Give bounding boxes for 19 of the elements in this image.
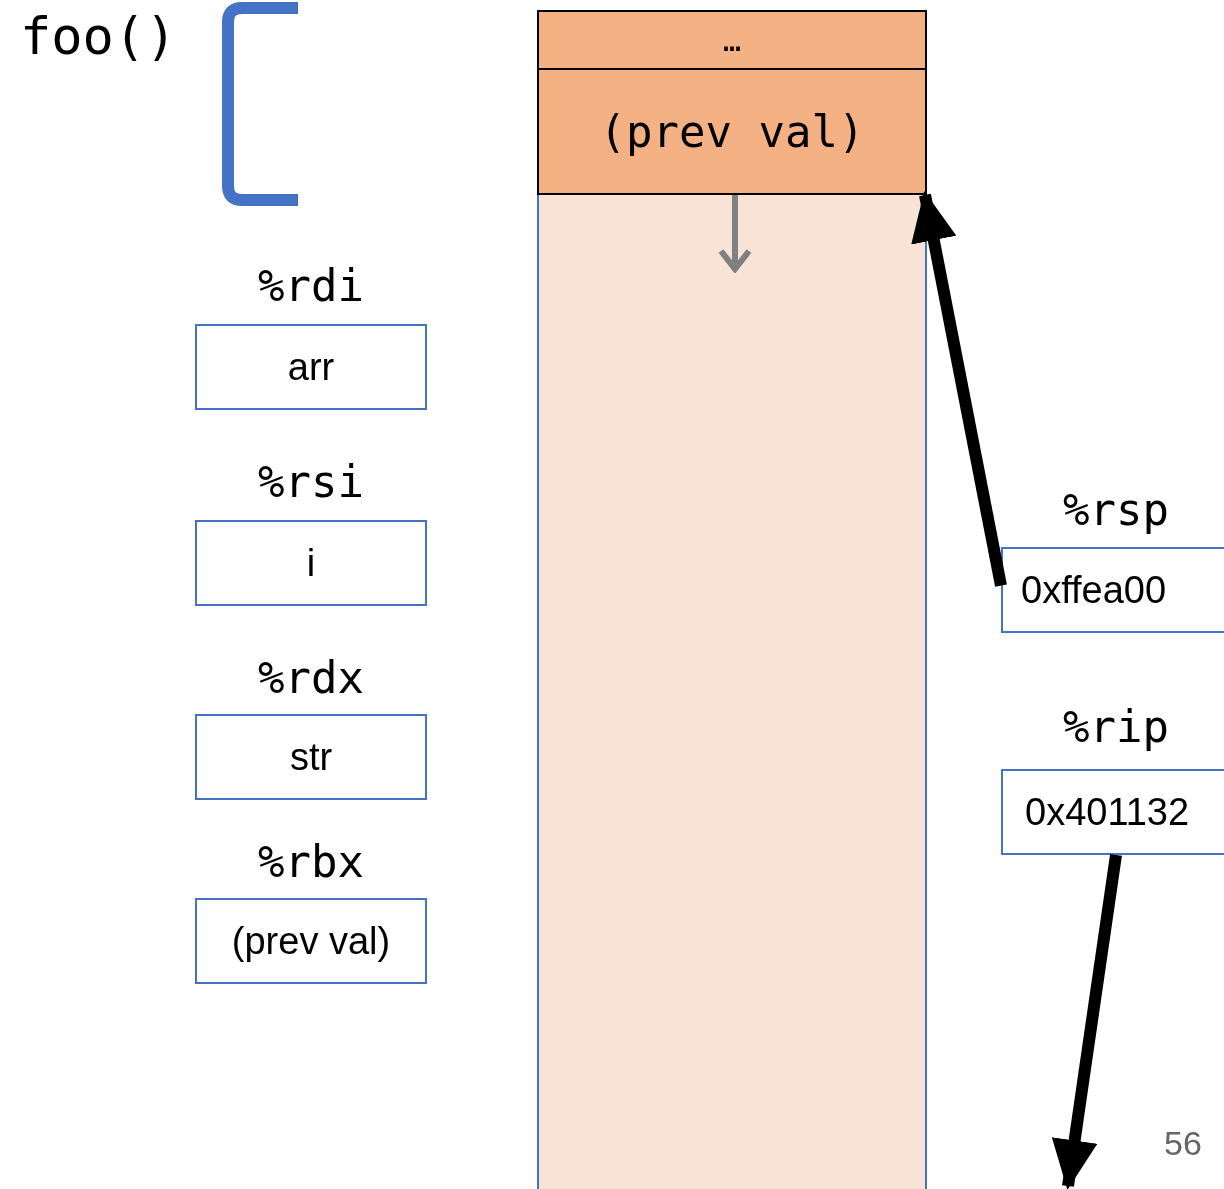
register-name: %rsi — [257, 458, 365, 506]
function-name: foo() — [20, 6, 177, 66]
register-box: i — [195, 520, 427, 606]
register-box: str — [195, 714, 427, 800]
register-name: %rsp — [1062, 486, 1170, 534]
arrow — [911, 191, 1007, 587]
register-box: (prev val) — [195, 898, 427, 984]
register-box: 0xffea00 — [1001, 547, 1224, 633]
stack-cell: … — [537, 10, 927, 70]
page-number: 56 — [1164, 1124, 1202, 1163]
register-name: %rbx — [257, 838, 365, 886]
register-name: %rip — [1062, 703, 1170, 751]
arrow — [1051, 854, 1122, 1189]
stack-cell: (prev val) — [537, 68, 927, 195]
register-name: %rdi — [257, 262, 365, 310]
register-name: %rdx — [257, 654, 365, 702]
register-box: 0x401132 — [1001, 769, 1224, 855]
register-box: arr — [195, 324, 427, 410]
stack-column — [537, 10, 927, 1189]
